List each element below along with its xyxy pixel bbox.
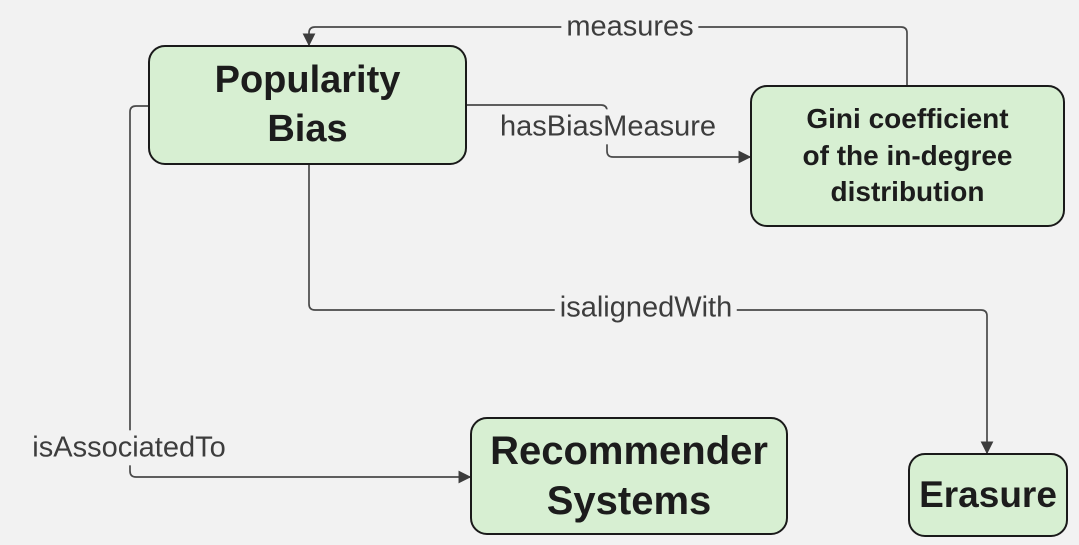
node-erasure: Erasure	[908, 453, 1068, 537]
edge-isassociatedto-path	[129, 105, 472, 484]
node-popularity-bias: Popularity Bias	[148, 45, 467, 165]
edge-label-measures: measures	[561, 9, 699, 45]
node-gini-coefficient: Gini coefficient of the in-degree distri…	[750, 85, 1065, 227]
edge-label-hasbiasmeasure: hasBiasMeasure	[495, 109, 721, 145]
node-recommender-systems: Recommender Systems	[470, 417, 788, 535]
edge-label-isassociatedto: isAssociatedTo	[27, 430, 231, 466]
edge-label-isalignedwith: isalignedWith	[554, 290, 738, 326]
